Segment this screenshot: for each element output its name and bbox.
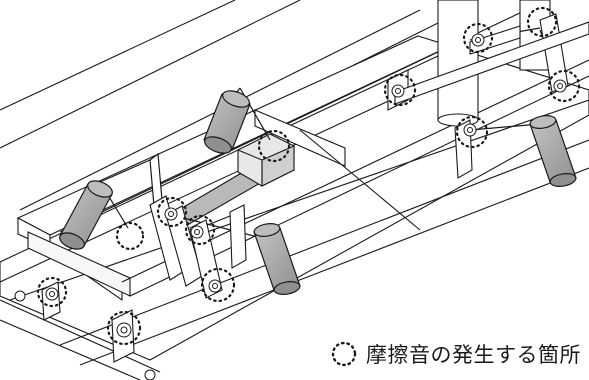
roller-top-center bbox=[203, 90, 251, 154]
legend: 摩擦音の発生する箇所 bbox=[330, 336, 581, 372]
friction-marker bbox=[455, 115, 489, 149]
friction-markers bbox=[36, 6, 581, 346]
friction-marker bbox=[526, 6, 558, 38]
friction-marker bbox=[106, 310, 142, 346]
friction-marker bbox=[257, 129, 291, 163]
pivot-bolts bbox=[14, 33, 567, 380]
roller-center-right bbox=[253, 223, 301, 295]
roller-left bbox=[59, 180, 113, 250]
friction-marker bbox=[547, 69, 581, 103]
friction-marker bbox=[462, 22, 494, 54]
legend-label: 摩擦音の発生する箇所 bbox=[366, 343, 581, 367]
friction-marker bbox=[184, 214, 216, 246]
roller-right bbox=[529, 115, 577, 187]
friction-marker bbox=[36, 276, 68, 308]
friction-marker bbox=[115, 221, 145, 251]
friction-marker bbox=[200, 267, 236, 303]
upper-crossbar bbox=[394, 21, 589, 105]
dotted-circle-icon bbox=[331, 341, 357, 367]
friction-marker bbox=[156, 196, 188, 228]
friction-marker bbox=[383, 73, 417, 107]
rollers bbox=[59, 90, 577, 295]
